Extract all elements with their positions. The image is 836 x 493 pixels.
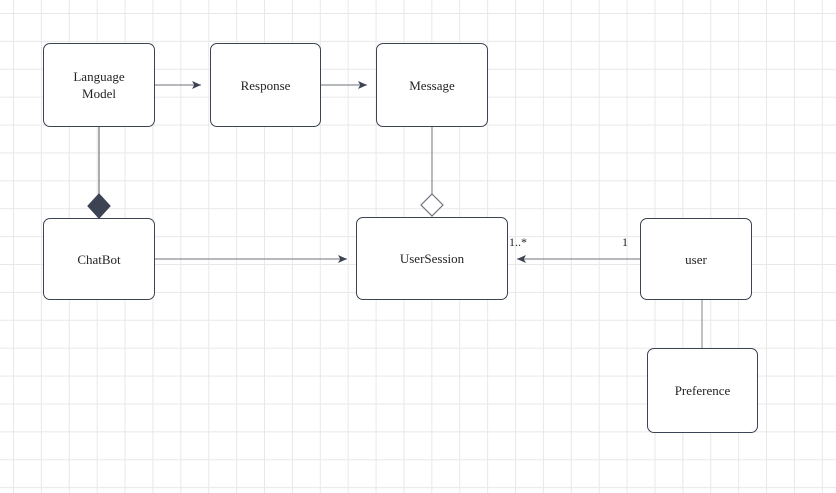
multiplicity-label-usersession-side: 1..* [509,235,527,249]
node-message[interactable]: Message [376,43,488,127]
node-label-preference: Preference [674,383,731,398]
node-language-model[interactable]: Language Model [43,43,155,127]
node-usersession[interactable]: UserSession [356,217,508,300]
hollow-diamond-icon [420,193,444,217]
node-chatbot[interactable]: ChatBot [43,218,155,300]
edge-message-to-usersession [420,127,444,217]
node-user[interactable]: user [640,218,752,300]
node-label-usersession: UserSession [399,251,465,266]
node-response[interactable]: Response [210,43,321,127]
node-label-response: Response [240,77,291,93]
node-label-chatbot: ChatBot [77,251,121,267]
node-label-language-model: Language Model [73,69,125,101]
node-label-user: user [685,251,707,267]
filled-diamond-icon [87,193,111,219]
node-label-message: Message [409,77,455,93]
edge-language-model-to-chatbot [87,127,111,219]
multiplicity-label-user-side: 1 [622,235,628,249]
node-preference[interactable]: Preference [647,348,758,433]
